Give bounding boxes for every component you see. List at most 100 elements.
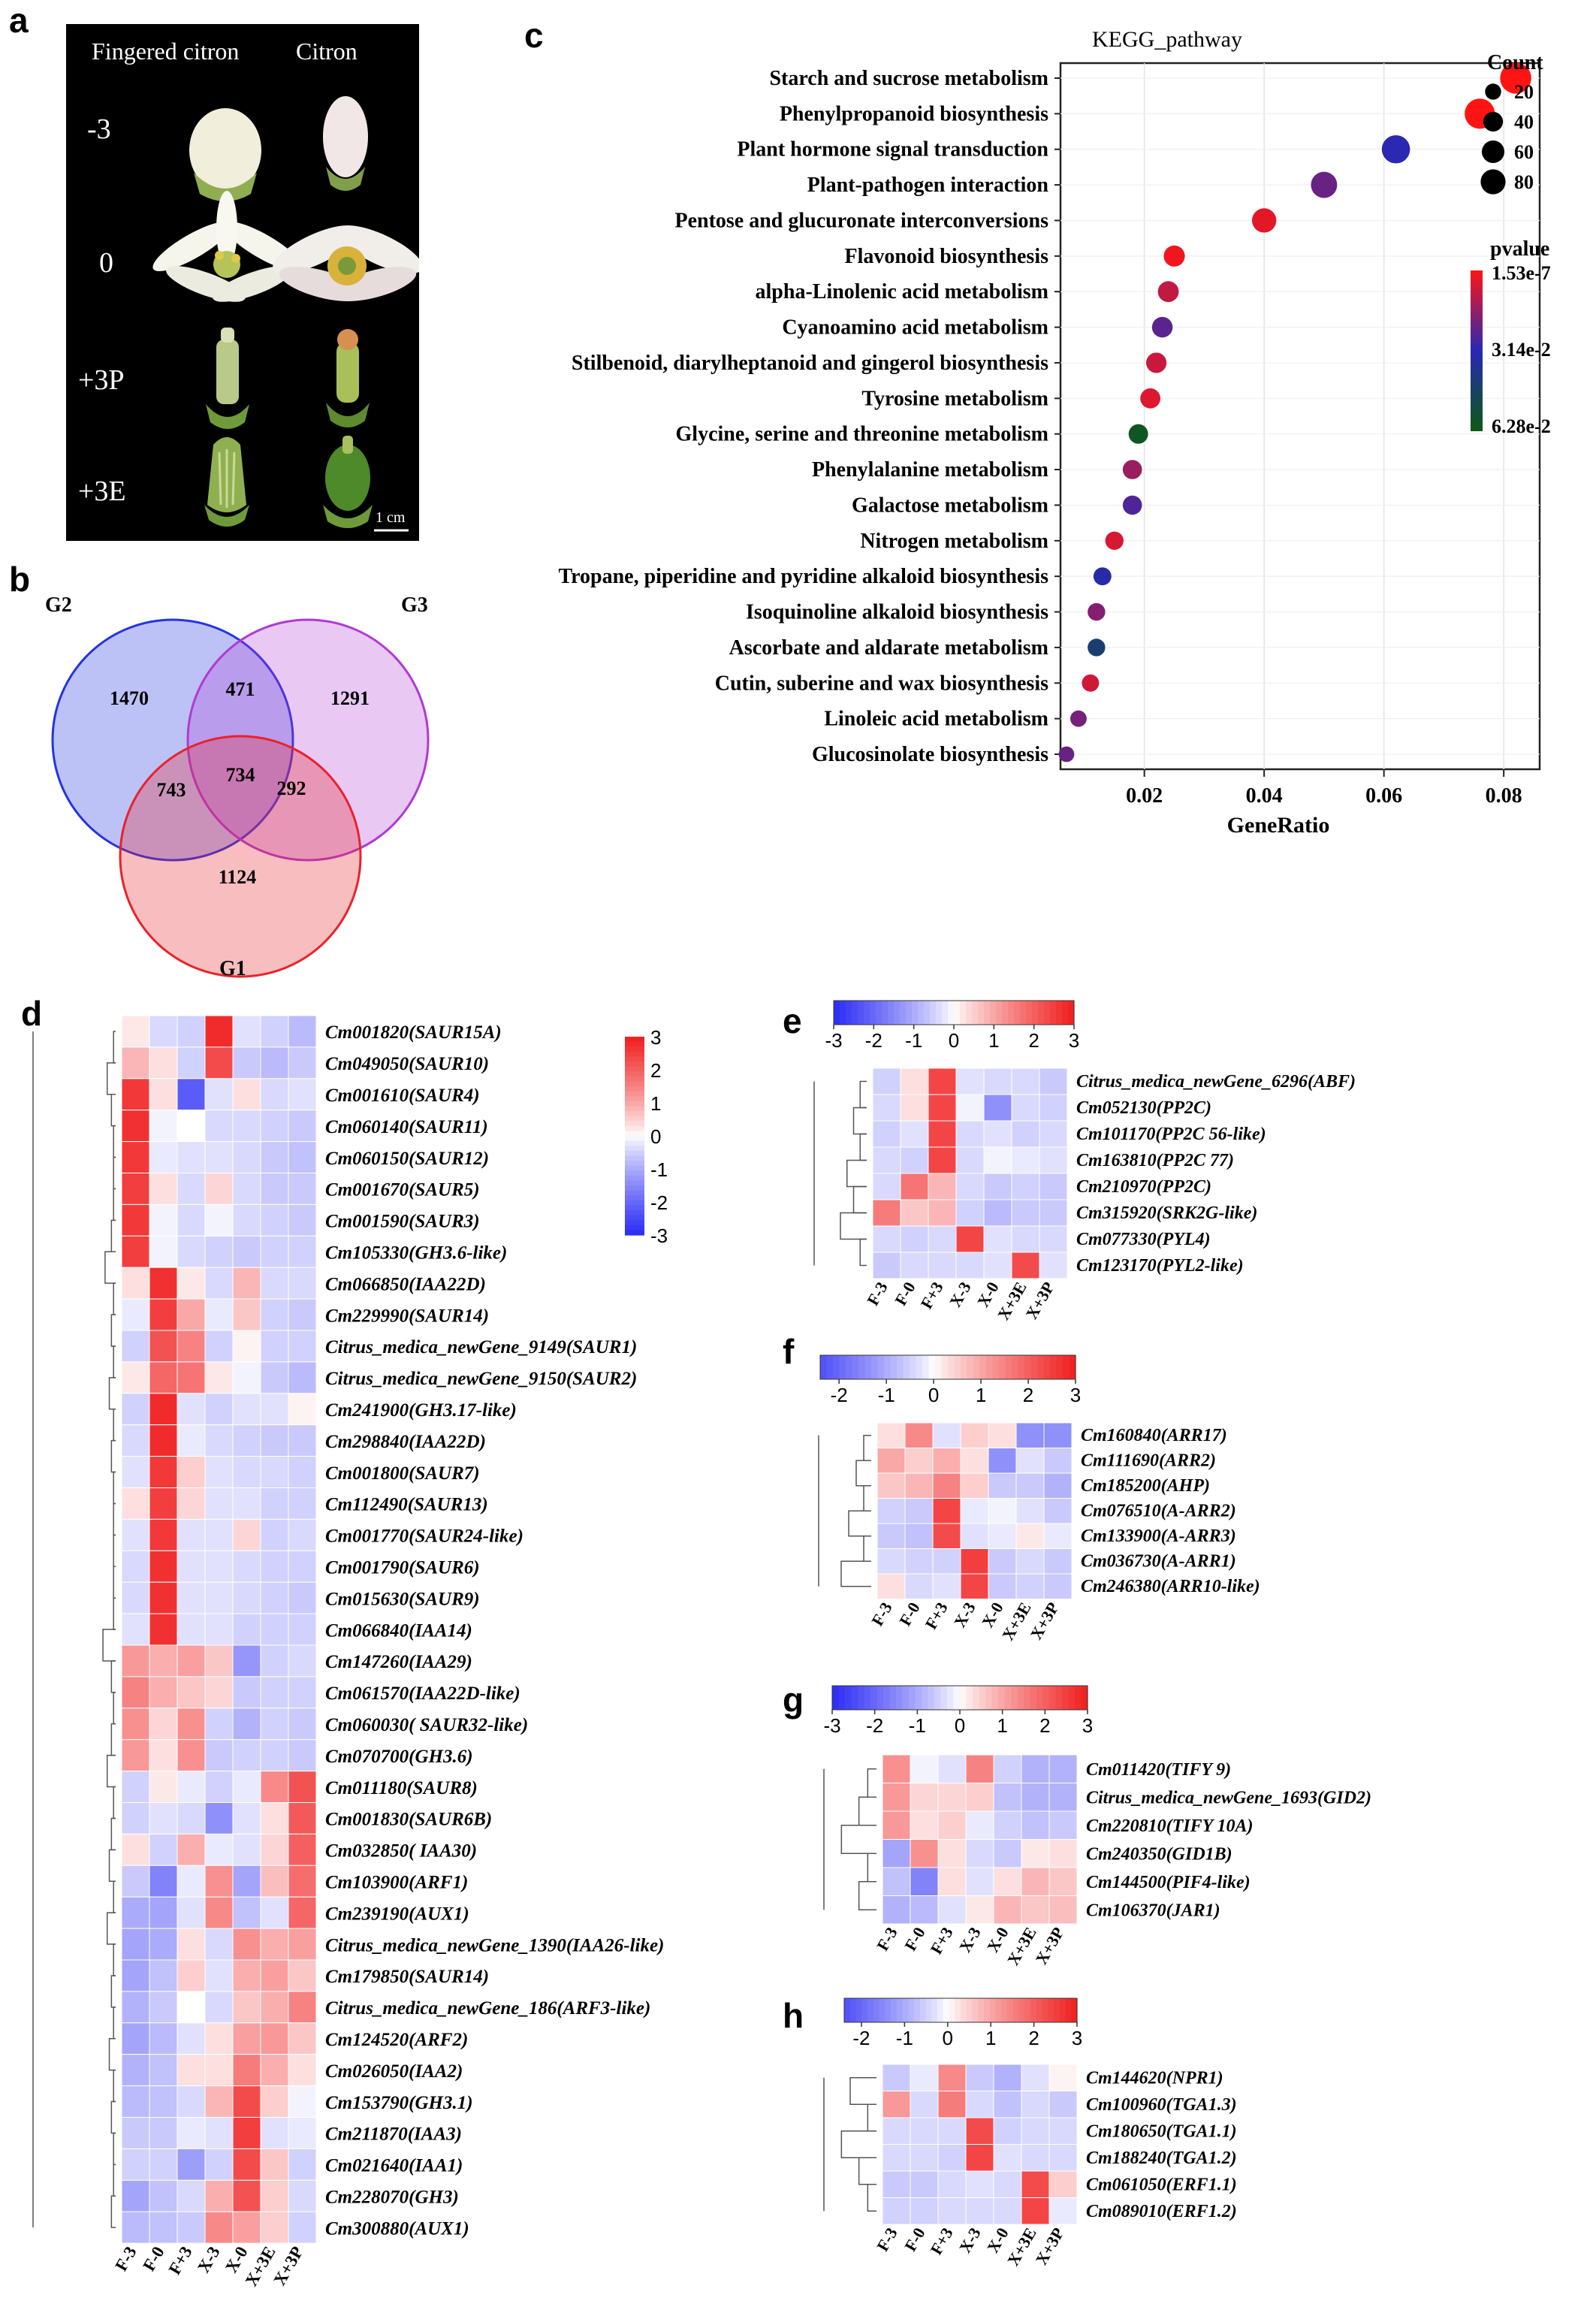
color-key-segment bbox=[625, 1136, 644, 1142]
heatmap-cell bbox=[910, 2091, 939, 2118]
heatmap-cell bbox=[260, 1361, 289, 1394]
color-key-segment bbox=[943, 1998, 950, 2022]
heatmap-cell bbox=[288, 1046, 317, 1080]
color-key-segment bbox=[924, 1001, 931, 1025]
heatmap-cell bbox=[204, 1865, 234, 1898]
heatmap-cell bbox=[149, 1487, 178, 1520]
count-legend-dot bbox=[1480, 169, 1506, 195]
heatmap-cell bbox=[1048, 2197, 1078, 2225]
heatmap-cell bbox=[149, 2022, 178, 2055]
kegg-x-tick-label: 0.06 bbox=[1365, 784, 1402, 808]
heatmap-cell bbox=[176, 1267, 206, 1300]
heatmap-cell bbox=[149, 1771, 178, 1804]
color-key-segment bbox=[845, 1686, 852, 1710]
color-key-segment bbox=[916, 1355, 923, 1379]
column-label: X+3P bbox=[1032, 1924, 1068, 1967]
heatmap-cell bbox=[900, 1094, 929, 1122]
color-key-segment bbox=[998, 1686, 1006, 1710]
heatmap-cell bbox=[288, 2117, 317, 2149]
gene-label: Cm160840(ARR17) bbox=[1081, 1426, 1227, 1445]
heatmap-cell bbox=[1021, 2144, 1050, 2172]
heatmap-cell bbox=[1015, 1573, 1045, 1599]
heatmap-cell bbox=[965, 1867, 994, 1896]
heatmap-cell bbox=[232, 1676, 261, 1709]
heatmap-cell bbox=[910, 2064, 939, 2091]
flower-citron-0 bbox=[273, 225, 419, 301]
dendrogram-branch bbox=[106, 1062, 116, 1095]
heatmap-cell bbox=[204, 1235, 234, 1268]
color-key-segment bbox=[820, 1355, 828, 1379]
color-key-frame bbox=[819, 1354, 1076, 1380]
heatmap-cell bbox=[204, 1959, 234, 1992]
color-key-segment bbox=[915, 1686, 922, 1710]
heatmap-cell bbox=[260, 1235, 289, 1268]
heatmap-cell bbox=[900, 1146, 929, 1174]
dendrogram-branch bbox=[867, 1853, 876, 1883]
color-key-label: -1 bbox=[896, 2027, 913, 2049]
heatmap-cell bbox=[1043, 1498, 1073, 1524]
heatmap-cell bbox=[176, 1173, 206, 1205]
heatmap-cell bbox=[1015, 1498, 1045, 1524]
heatmap-cell bbox=[928, 1199, 957, 1227]
count-legend-label: 80 bbox=[1514, 171, 1534, 193]
color-key-segment bbox=[625, 1046, 644, 1052]
heatmap-cell bbox=[232, 1865, 261, 1898]
kegg-title: KEGG_pathway bbox=[1092, 27, 1242, 52]
kegg-xlabel: GeneRatio bbox=[1227, 813, 1330, 838]
dendrogram-branch bbox=[110, 2100, 116, 2134]
heatmap-cell bbox=[260, 1141, 289, 1173]
flower-photo-panel: Fingered citron Citron -3 0 +3P +3E bbox=[66, 24, 419, 541]
heatmap-cell bbox=[121, 2179, 150, 2212]
dendrogram-branch bbox=[852, 1185, 867, 1214]
heatmap-cell bbox=[1021, 1867, 1050, 1896]
count-legend-label: 40 bbox=[1514, 111, 1534, 133]
heatmap-cell bbox=[204, 1046, 234, 1080]
heatmap-cell bbox=[288, 1141, 317, 1173]
color-key-segment bbox=[919, 1998, 927, 2022]
heatmap-cell bbox=[260, 2179, 289, 2212]
color-key-segment bbox=[928, 1686, 935, 1710]
color-key-segment bbox=[966, 1001, 973, 1025]
dendrogram-branch bbox=[858, 2157, 876, 2185]
gene-label: Cm011420(TIFY 9) bbox=[1086, 1760, 1231, 1780]
color-key-segment bbox=[941, 1355, 949, 1379]
heatmap-cell bbox=[993, 2091, 1022, 2118]
dendrogram-branch bbox=[113, 1534, 116, 1567]
heatmap-cell bbox=[904, 1573, 934, 1599]
column-label: F-3 bbox=[863, 1279, 892, 1309]
color-key-segment bbox=[1026, 1001, 1033, 1025]
heatmap-cell bbox=[232, 2117, 261, 2149]
gene-label: Cm144620(NPR1) bbox=[1086, 2069, 1223, 2088]
col-header-fingered-citron: Fingered citron bbox=[92, 38, 240, 65]
heatmap-cell bbox=[149, 1141, 178, 1173]
heatmap-cell bbox=[993, 2144, 1022, 2172]
heatmap-cell bbox=[1043, 1448, 1073, 1474]
color-key-segment bbox=[884, 1355, 892, 1379]
kegg-x-tick-label: 0.02 bbox=[1126, 784, 1163, 808]
dendrogram-branch bbox=[840, 1560, 871, 1587]
heatmap-cell bbox=[232, 1235, 261, 1268]
gene-label: Citrus_medica_newGene_6296(ABF) bbox=[1076, 1072, 1356, 1092]
color-key-segment bbox=[992, 1355, 1000, 1379]
heatmap-cell bbox=[1048, 1783, 1078, 1812]
heatmap-cell bbox=[149, 1928, 178, 1961]
dendrogram-branch bbox=[113, 1188, 116, 1221]
heatmap-cell bbox=[149, 1802, 178, 1834]
color-key-segment bbox=[625, 1185, 644, 1191]
col-header-citron: Citron bbox=[296, 38, 358, 65]
heatmap-cell bbox=[960, 1548, 989, 1575]
heatmap-cell bbox=[204, 1298, 234, 1331]
panel-e-label: e bbox=[783, 1001, 802, 1040]
column-label: X+3E bbox=[998, 1599, 1035, 1644]
heatmap-cell bbox=[149, 1613, 178, 1646]
dendrogram-branch bbox=[855, 1460, 871, 1487]
heatmap-cell bbox=[260, 1802, 289, 1834]
heatmap-cell bbox=[176, 1424, 206, 1457]
color-key-segment bbox=[861, 1998, 868, 2022]
color-key-label: 1 bbox=[985, 2027, 996, 2049]
heatmap-cell bbox=[900, 1067, 929, 1095]
heatmap-cell bbox=[988, 1573, 1017, 1599]
color-key-segment bbox=[625, 1051, 644, 1057]
heatmap-cell bbox=[288, 1550, 317, 1583]
